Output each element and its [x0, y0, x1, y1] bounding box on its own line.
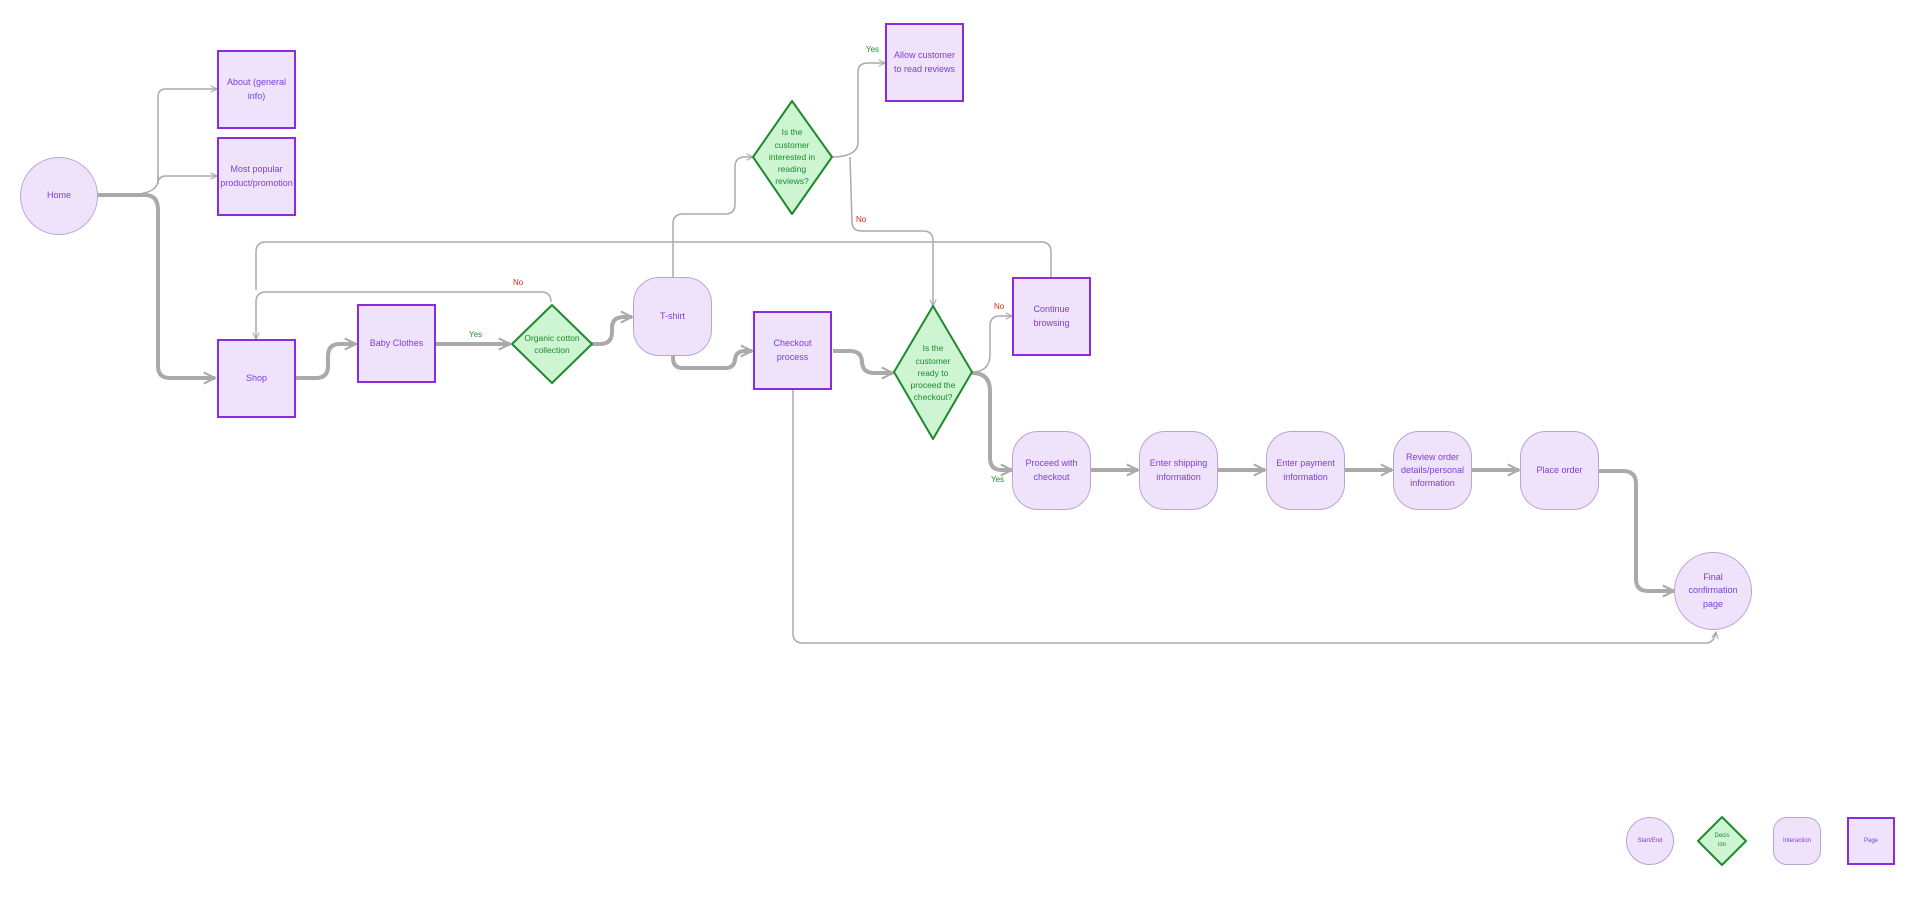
page-allow-reviews[interactable]: Allow customer to read reviews	[885, 23, 964, 102]
interaction-enter-payment[interactable]: Enter payment information	[1266, 431, 1345, 510]
decision-ready-text[interactable]: Is the customer ready to proceed the che…	[910, 343, 956, 403]
decision-reviews-text[interactable]: Is the customer interested in reading re…	[768, 127, 816, 187]
place-order-label: Place order	[1536, 464, 1583, 475]
edge-label-organic-no: No	[513, 278, 524, 287]
tshirt-label: T-shirt	[659, 310, 685, 321]
legend-interaction: Interaction	[1773, 817, 1821, 865]
edge-label-ready-no: No	[994, 302, 1005, 311]
start-end-home[interactable]: Home	[20, 157, 98, 235]
legend-start-end: Start/End	[1626, 817, 1674, 865]
legend-decision-text: Decis ion	[1714, 833, 1730, 848]
connector-continue-shop	[255, 241, 1052, 290]
enter-shipping-label: Enter shipping information	[1149, 458, 1208, 482]
interaction-review-order[interactable]: Review order details/personal informatio…	[1393, 431, 1472, 510]
about-label: About (general info)	[226, 77, 287, 101]
most-popular-label: Most popular product/promotion	[220, 164, 293, 188]
edge-label-organic-yes: Yes	[469, 330, 483, 339]
shop-label: Shop	[245, 372, 268, 383]
decision-organic-diamond	[511, 304, 593, 384]
edge-label-reviews-no: No	[856, 215, 867, 224]
edge-label-ready-yes: Yes	[991, 475, 1005, 484]
page-shop[interactable]: Shop	[217, 339, 296, 418]
final-confirmation-label: Final confirmation page	[1688, 572, 1738, 609]
page-most-popular[interactable]: Most popular product/promotion	[217, 137, 296, 216]
connector-ready-yes-proceed	[971, 371, 1012, 470]
interaction-tshirt[interactable]: T-shirt	[633, 277, 712, 356]
interaction-place-order[interactable]: Place order	[1520, 431, 1599, 510]
connector-home-shop	[96, 193, 215, 378]
enter-payment-label: Enter payment information	[1276, 458, 1335, 482]
connector-reviews-no-ready	[849, 156, 933, 306]
checkout-process-label: Checkout process	[773, 338, 812, 362]
connector-organic-no-shop	[256, 291, 552, 339]
connector-tshirt-checkout	[671, 351, 752, 370]
legend-page: Page	[1847, 817, 1895, 865]
start-end-final-confirmation[interactable]: Final confirmation page	[1674, 552, 1752, 630]
review-order-label: Review order details/personal informatio…	[1400, 451, 1465, 489]
connector-organic-tshirt	[592, 317, 632, 346]
edge-label-reviews-yes: Yes	[866, 45, 880, 54]
page-continue-browsing[interactable]: Continue browsing	[1012, 277, 1091, 356]
page-baby-clothes[interactable]: Baby Clothes	[357, 304, 436, 383]
connector-checkout-ready	[833, 349, 893, 373]
connector-place-final	[1599, 469, 1674, 591]
interaction-enter-shipping[interactable]: Enter shipping information	[1139, 431, 1218, 510]
decision-ready-diamond	[893, 305, 973, 440]
connector-shop-baby	[296, 344, 356, 380]
page-checkout-process[interactable]: Checkout process	[753, 311, 832, 390]
connector-home-popular	[157, 175, 217, 185]
continue-browsing-label: Continue browsing	[1033, 304, 1070, 328]
interaction-proceed-checkout[interactable]: Proceed with checkout	[1012, 431, 1091, 510]
baby-clothes-label: Baby Clothes	[369, 337, 424, 348]
legend-decision-diamond	[1697, 816, 1747, 866]
connector-home-about	[123, 89, 217, 196]
page-about[interactable]: About (general info)	[217, 50, 296, 129]
decision-reviews-diamond	[752, 100, 833, 215]
connector-ready-no-continue	[971, 316, 1012, 373]
connector-checkout-final	[792, 390, 1716, 644]
home-label: Home	[46, 190, 71, 201]
proceed-checkout-label: Proceed with checkout	[1025, 458, 1078, 482]
connector-reviews-yes-allow	[830, 63, 885, 158]
connector-tshirt-reviews	[672, 157, 753, 279]
allow-reviews-label: Allow customer to read reviews	[893, 50, 956, 74]
decision-organic-text[interactable]: Organic cotton collection	[524, 332, 580, 355]
